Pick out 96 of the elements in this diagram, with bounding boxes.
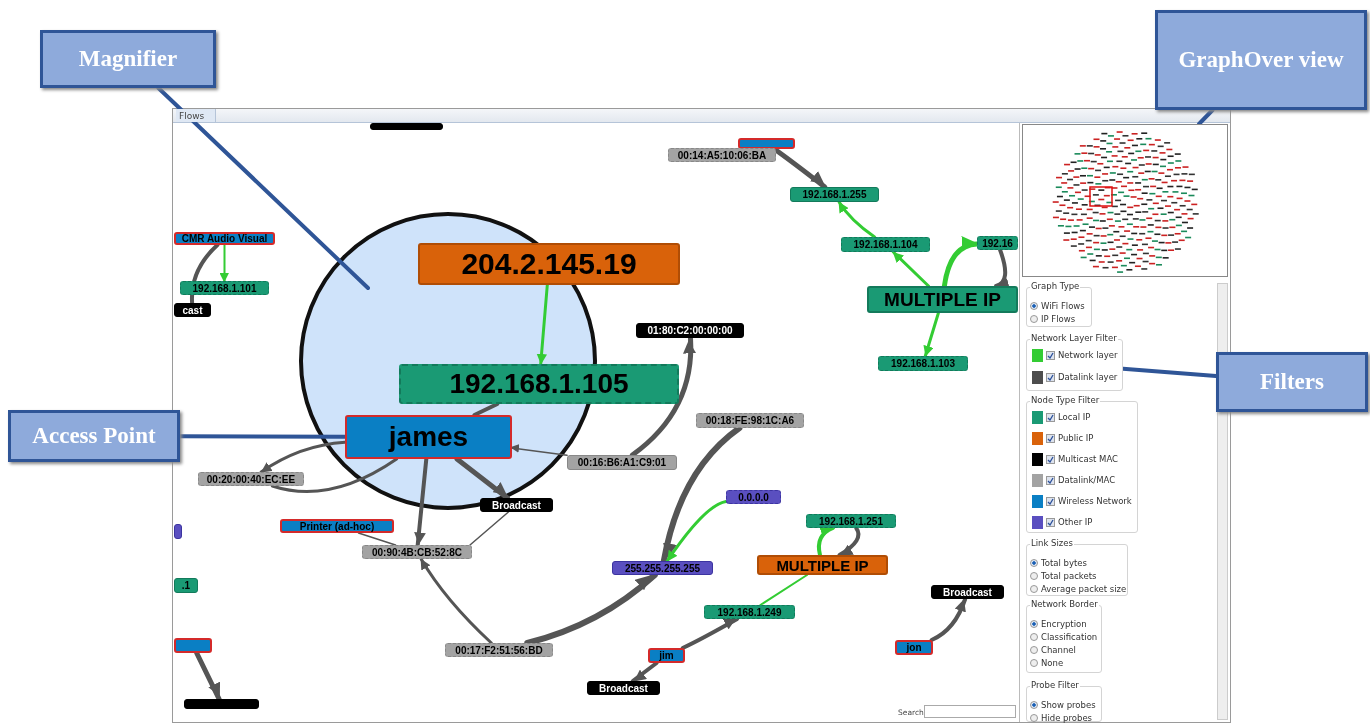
radio-option: None	[1030, 657, 1064, 668]
radio-option: Average packet size	[1030, 583, 1127, 594]
network-node: 192.168.1.103	[878, 356, 968, 371]
callout-box: Magnifier	[40, 30, 216, 88]
group-title: Graph Type	[1030, 281, 1081, 291]
radio-option: Channel	[1030, 644, 1076, 655]
arrow	[660, 425, 743, 564]
arrow	[665, 500, 728, 563]
group-title: Node Type Filter	[1030, 395, 1101, 405]
legend-label: Datalink layer	[1058, 372, 1118, 382]
network-node: 192.168.1.104	[841, 237, 930, 252]
network-node: 204.2.145.19	[418, 243, 680, 285]
link-line	[759, 574, 808, 606]
leader-line	[1197, 108, 1215, 126]
network-node: james	[345, 415, 512, 459]
arrow	[837, 200, 877, 239]
arrow	[929, 597, 968, 642]
radio-option: IP Flows	[1030, 313, 1076, 324]
network-node: 00:16:B6:A1:C9:01	[567, 455, 677, 470]
network-node: 01:80:C2:00:00:00	[636, 323, 744, 338]
arrow	[454, 456, 510, 501]
arrow	[891, 250, 930, 288]
network-node: jim	[648, 648, 685, 663]
radio-option: Show probes	[1030, 699, 1096, 710]
minimap-drawing	[1022, 124, 1228, 277]
arrow	[219, 244, 229, 283]
arrow	[680, 617, 740, 650]
arrow	[259, 440, 347, 474]
group-title: Network Border	[1030, 599, 1099, 609]
arrow	[941, 237, 980, 289]
network-node: 192.168.1.105	[399, 364, 679, 404]
radio-option: Encryption	[1030, 618, 1087, 629]
link-line	[472, 402, 500, 417]
radio-option: Total bytes	[1030, 557, 1087, 568]
network-node: MULTIPLE IP	[867, 286, 1018, 313]
arrow	[419, 557, 493, 645]
network-node: 00:20:00:40:EC:EE	[198, 472, 304, 486]
arrow	[414, 457, 429, 547]
network-node: cast	[174, 303, 211, 317]
legend-label: Network layer	[1058, 350, 1118, 360]
legend-label: Wireless Network	[1058, 496, 1132, 506]
network-node	[738, 138, 795, 149]
network-node: 192.168.1.249	[704, 605, 795, 619]
network-node: CMR Audio Visual	[174, 232, 275, 245]
leader-line	[178, 434, 347, 439]
arrow	[524, 572, 658, 646]
arrow	[816, 526, 835, 557]
group-title: Link Sizes	[1030, 538, 1074, 548]
arrow	[630, 661, 659, 683]
network-node: 00:14:A5:10:06:BA	[668, 148, 776, 162]
network-node: Broadcast	[480, 498, 553, 512]
callout-box: Filters	[1216, 352, 1368, 412]
radio-option: Total packets	[1030, 570, 1097, 581]
network-node: 00:90:4B:CB:52:8C	[362, 545, 472, 559]
legend-label: Local IP	[1058, 412, 1091, 422]
arrow	[194, 650, 222, 702]
network-node: 00:18:FE:98:1C:A6	[696, 413, 804, 428]
callout-box: GraphOver view	[1155, 10, 1367, 110]
network-node: 192.168.1.255	[790, 187, 879, 202]
network-node: Broadcast	[931, 585, 1004, 599]
arrow	[510, 444, 568, 457]
arrow	[536, 283, 549, 366]
network-node: 00:17:F2:51:56:BD	[445, 643, 553, 657]
network-node	[174, 638, 212, 653]
link-line	[270, 457, 399, 493]
group-title: Network Layer Filter	[1030, 333, 1118, 343]
network-node: Broadcast	[587, 681, 660, 695]
network-node: .1	[174, 578, 198, 593]
network-node: jon	[895, 640, 933, 655]
arrow	[837, 526, 861, 557]
arrow	[994, 248, 1011, 289]
legend-label: Other IP	[1058, 517, 1093, 527]
network-node: 192.168.1.251	[806, 514, 896, 528]
leader-line	[1121, 366, 1218, 379]
link-line	[469, 511, 510, 546]
network-node: 192.168.1.101	[180, 281, 269, 295]
network-node: 192.16	[977, 236, 1018, 250]
arrow	[629, 335, 696, 458]
legend-label: Datalink/MAC	[1058, 475, 1116, 485]
radio-option: Classification	[1030, 631, 1098, 642]
legend-label: Public IP	[1058, 433, 1094, 443]
group-title: Probe Filter	[1030, 680, 1080, 690]
network-node: 0.0.0.0	[726, 490, 781, 504]
network-node: MULTIPLE IP	[757, 555, 888, 575]
network-node	[184, 699, 259, 709]
arrow	[923, 311, 940, 358]
tab: Flows	[176, 109, 216, 122]
link-line	[357, 532, 397, 546]
network-node	[370, 123, 443, 130]
network-node: Printer (ad-hoc)	[280, 519, 394, 533]
network-node	[174, 524, 182, 539]
radio-option: WiFi Flows	[1030, 300, 1085, 311]
network-node: 255.255.255.255	[612, 561, 713, 575]
legend-label: Multicast MAC	[1058, 454, 1119, 464]
callout-box: Access Point	[8, 410, 180, 462]
radio-option: Hide probes	[1030, 712, 1093, 723]
